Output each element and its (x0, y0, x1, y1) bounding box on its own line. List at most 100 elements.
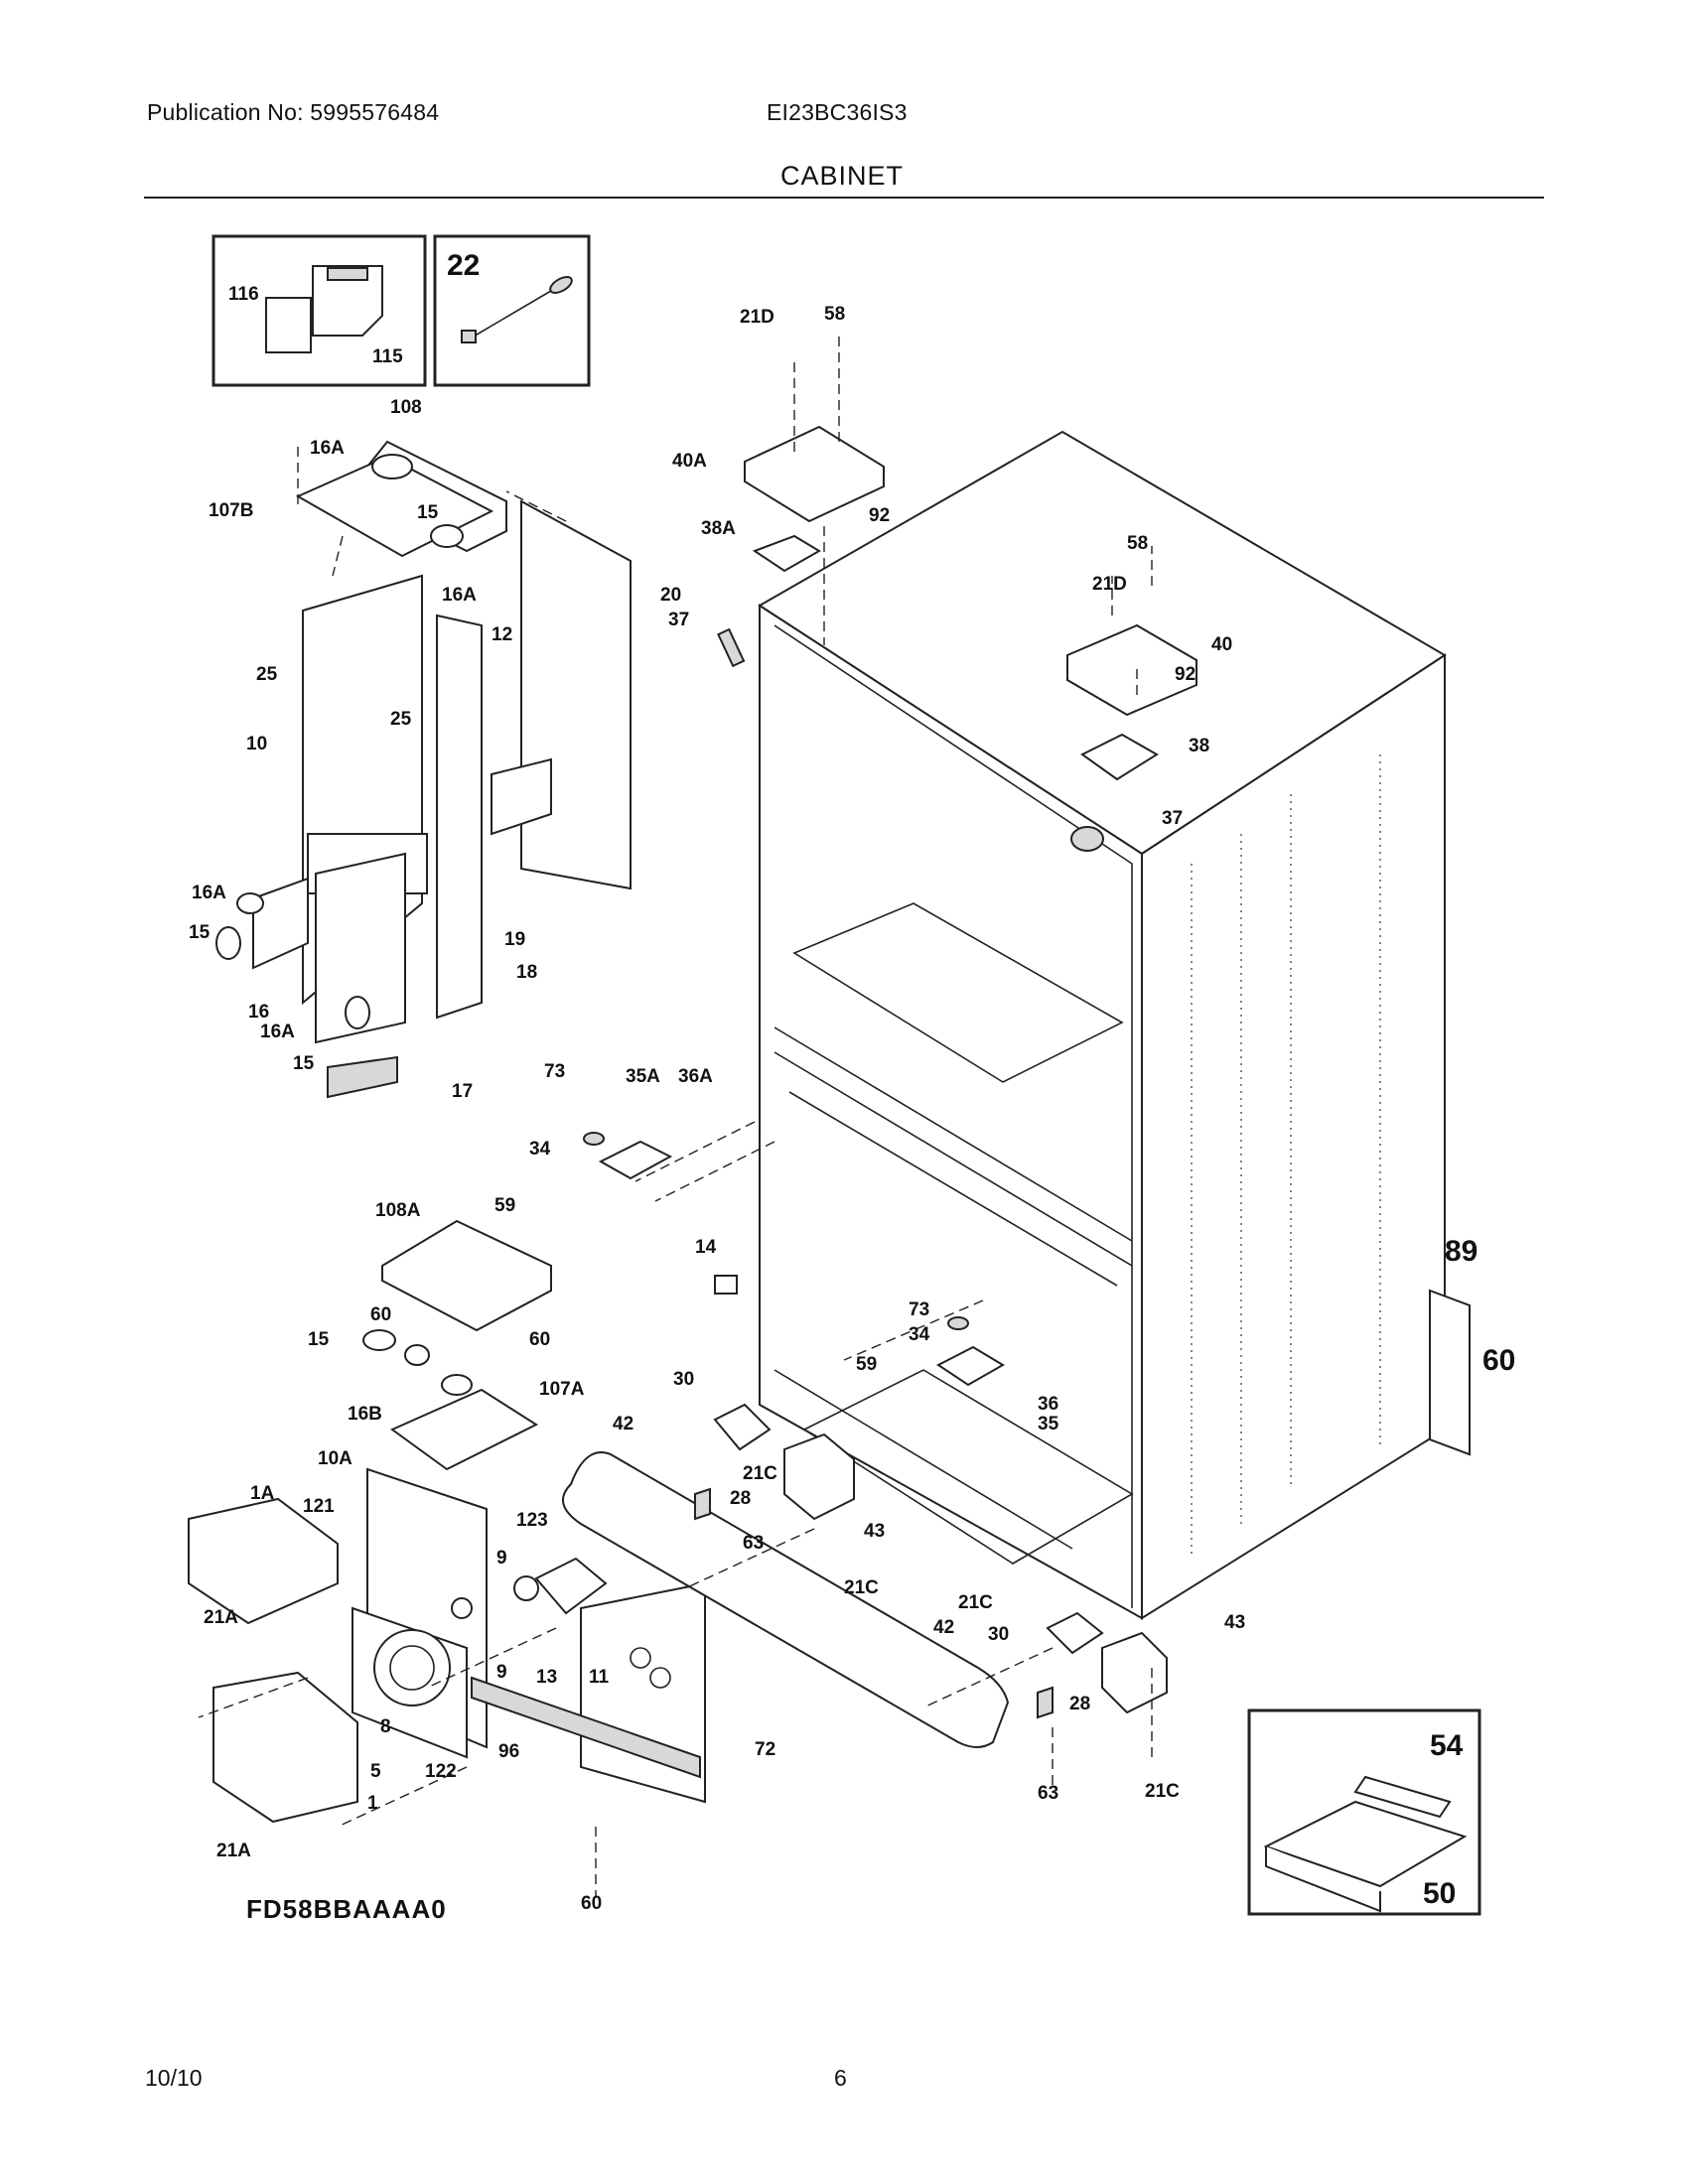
wire-probe-part (461, 276, 573, 343)
callout-30: 30 (673, 1369, 694, 1390)
refrigerator-light-housing (362, 1219, 552, 1471)
callout-38: 38 (1189, 736, 1209, 756)
callout-89: 89 (1445, 1235, 1477, 1268)
callout-28: 28 (730, 1488, 751, 1509)
callout-92: 92 (869, 505, 890, 526)
inset-box-54-50 (1247, 1708, 1481, 1916)
callout-21d: 21D (740, 307, 774, 328)
light-socket-part (265, 265, 383, 353)
ice-tray-part (1263, 1775, 1468, 1913)
top-hinge-left (717, 425, 885, 668)
callout-34: 34 (529, 1139, 551, 1160)
model-number: EI23BC36IS3 (767, 99, 908, 125)
callout-107b: 107B (209, 500, 253, 521)
revision-date: 10/10 (145, 2065, 203, 2091)
callout-1: 1 (367, 1793, 378, 1814)
callout-20: 20 (660, 585, 681, 606)
page-number: 6 (834, 2065, 847, 2091)
callout-16a: 16A (260, 1022, 295, 1042)
callout-15: 15 (293, 1053, 315, 1074)
callout-1a: 1A (250, 1483, 275, 1504)
callout-38a: 38A (701, 518, 736, 539)
callout-16a: 16A (192, 883, 226, 903)
callout-72: 72 (755, 1739, 775, 1760)
callout-73: 73 (909, 1299, 929, 1320)
callout-19: 19 (504, 929, 525, 950)
callout-10: 10 (246, 734, 267, 754)
callout-73: 73 (544, 1061, 565, 1082)
callout-16: 16 (248, 1002, 269, 1023)
callout-37: 37 (668, 610, 689, 630)
diagram-code: FD58BBAAAA0 (246, 1894, 447, 1924)
refrigerator-cabinet-body (758, 430, 1447, 1620)
callout-108a: 108A (375, 1200, 421, 1221)
callout-21a: 21A (204, 1607, 238, 1628)
callout-60: 60 (1482, 1344, 1515, 1377)
callout-25: 25 (256, 664, 278, 685)
callout-122: 122 (425, 1761, 457, 1782)
callout-40a: 40A (672, 451, 707, 472)
callout-35: 35 (1038, 1414, 1059, 1434)
callout-37: 37 (1162, 808, 1183, 829)
callout-59: 59 (494, 1195, 515, 1216)
header-rule (144, 197, 1544, 199)
callout-107a: 107A (539, 1379, 585, 1400)
callout-17: 17 (452, 1081, 473, 1102)
callout-9: 9 (496, 1548, 507, 1569)
callout-63: 63 (1038, 1783, 1058, 1804)
side-panel-89 (1429, 1289, 1471, 1456)
callout-18: 18 (516, 962, 537, 983)
callout-36a: 36A (678, 1066, 713, 1087)
bottom-hinge-right (1037, 1611, 1168, 1719)
callout-59: 59 (856, 1354, 877, 1375)
callout-115: 115 (372, 346, 403, 367)
inset-box-22 (433, 234, 591, 387)
inset-box-115-116 (211, 234, 427, 387)
callout-30: 30 (988, 1624, 1009, 1645)
publication-number: Publication No: 5995576484 (147, 99, 440, 125)
callout-96: 96 (498, 1741, 519, 1762)
callout-58: 58 (824, 304, 845, 325)
callout-21d: 21D (1092, 574, 1127, 595)
callout-36: 36 (1038, 1394, 1058, 1415)
callout-16a: 16A (310, 438, 345, 459)
callout-50: 50 (1423, 1877, 1456, 1910)
callout-43: 43 (1224, 1612, 1245, 1633)
kick-plate (562, 1451, 1010, 1748)
callout-21c: 21C (1145, 1781, 1180, 1802)
bottom-hinge-left (694, 1403, 855, 1521)
callout-42: 42 (933, 1617, 954, 1638)
callout-11: 11 (589, 1667, 610, 1688)
section-title: CABINET (780, 161, 905, 191)
callout-21c: 21C (958, 1592, 993, 1613)
callout-15: 15 (417, 502, 439, 523)
callout-92: 92 (1175, 664, 1196, 685)
callout-16a: 16A (442, 585, 477, 606)
callout-35a: 35A (626, 1066, 660, 1087)
callout-13: 13 (536, 1667, 557, 1688)
callout-9: 9 (496, 1662, 507, 1683)
callout-21a: 21A (216, 1841, 251, 1861)
callout-15: 15 (308, 1329, 330, 1350)
callout-15: 15 (189, 922, 211, 943)
callout-108: 108 (390, 397, 422, 418)
callout-16b: 16B (348, 1404, 382, 1425)
callout-121: 121 (303, 1496, 335, 1517)
callout-22: 22 (447, 249, 480, 282)
top-hinge-right (1066, 623, 1197, 852)
callout-58: 58 (1127, 533, 1148, 554)
callout-60: 60 (529, 1329, 550, 1350)
callout-60: 60 (370, 1304, 391, 1325)
fan-and-grille-assembly (188, 1467, 706, 1824)
callout-42: 42 (613, 1414, 633, 1434)
callout-8: 8 (380, 1716, 391, 1737)
callout-25: 25 (390, 709, 412, 730)
callout-10a: 10A (318, 1448, 352, 1469)
callout-116: 116 (228, 284, 259, 305)
callout-5: 5 (370, 1761, 381, 1782)
callout-60: 60 (581, 1893, 602, 1914)
callout-21c: 21C (743, 1463, 777, 1484)
callout-43: 43 (864, 1521, 885, 1542)
callout-21c: 21C (844, 1577, 879, 1598)
